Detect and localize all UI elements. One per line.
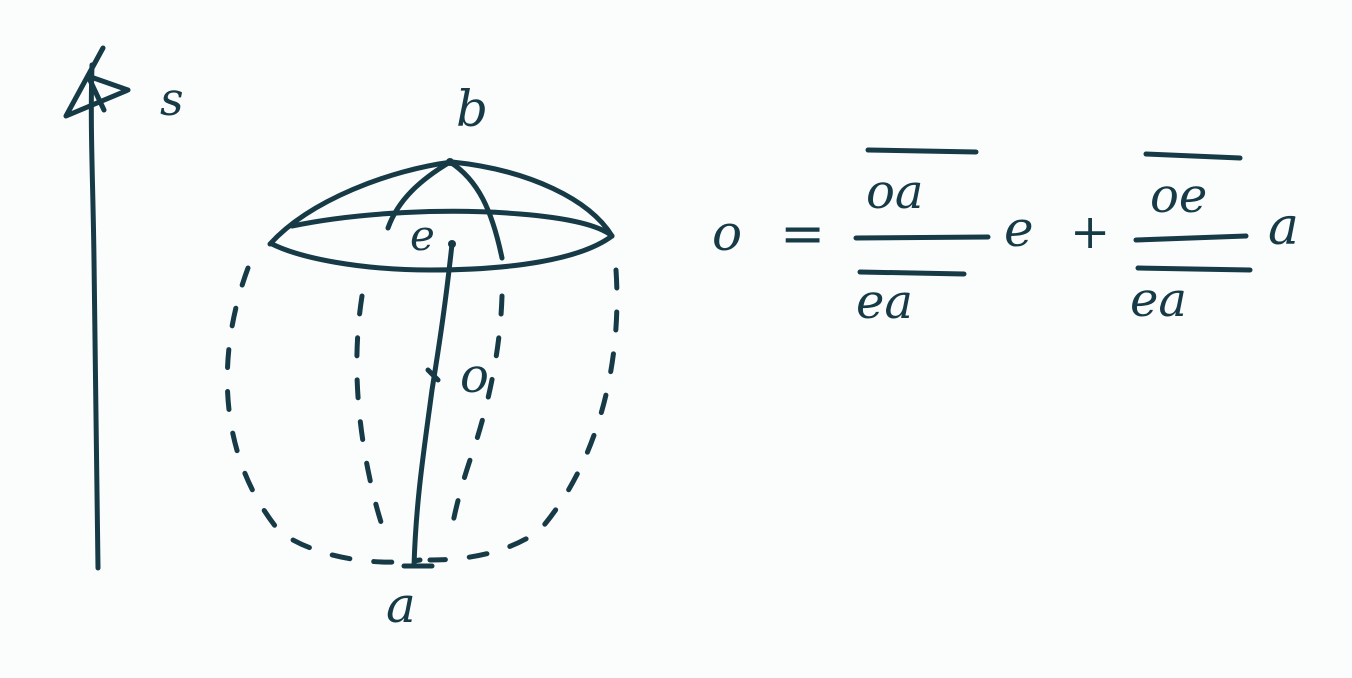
term2-numerator: oe [1150,168,1207,224]
label-b: b [456,80,488,138]
equation-equals: = [780,202,825,265]
term2-denominator-overline [1135,265,1253,273]
dashed-meridian-left [354,293,388,537]
term1-numerator: oa [866,164,924,220]
label-o: o [460,348,489,404]
point-o-mark [425,367,441,383]
label-e: e [410,211,435,260]
top-cap-meridian-right [447,159,505,261]
top-cap-front-rim [269,233,615,273]
dashed-body [224,265,620,565]
term2-coefficient: a [1268,197,1299,257]
term2-denominator: ea [1130,272,1187,328]
equation: o = oa ea e + oe ea a [712,147,1299,330]
term1-numerator-overline [865,147,979,155]
label-a: a [386,576,416,634]
top-cap-meridian-left [385,159,453,231]
top-cap: b [267,80,615,273]
equation-plus: + [1070,204,1110,260]
term2-fraction-bar [1133,233,1249,243]
term1-denominator: ea [856,274,913,330]
term1-coefficient: e [1004,200,1034,258]
term2-numerator-overline [1143,151,1243,161]
s-axis: s [63,45,184,571]
dashed-meridian-right [447,293,505,541]
term1-fraction-bar [853,234,991,241]
dashed-outline-right [427,267,620,563]
s-axis-line [88,62,101,571]
s-axis-arrowhead [63,45,131,119]
top-cap-back-rim [289,208,615,239]
point-b [446,158,454,166]
central-axis: e o a [386,211,489,634]
equation-lhs: o [712,204,742,262]
dashed-outline-left [224,265,423,565]
top-cap-outer-arc [267,159,615,247]
central-axis-line [411,241,455,569]
term1-denominator-overline [857,269,967,277]
point-e [448,240,456,248]
label-s: s [160,72,184,126]
